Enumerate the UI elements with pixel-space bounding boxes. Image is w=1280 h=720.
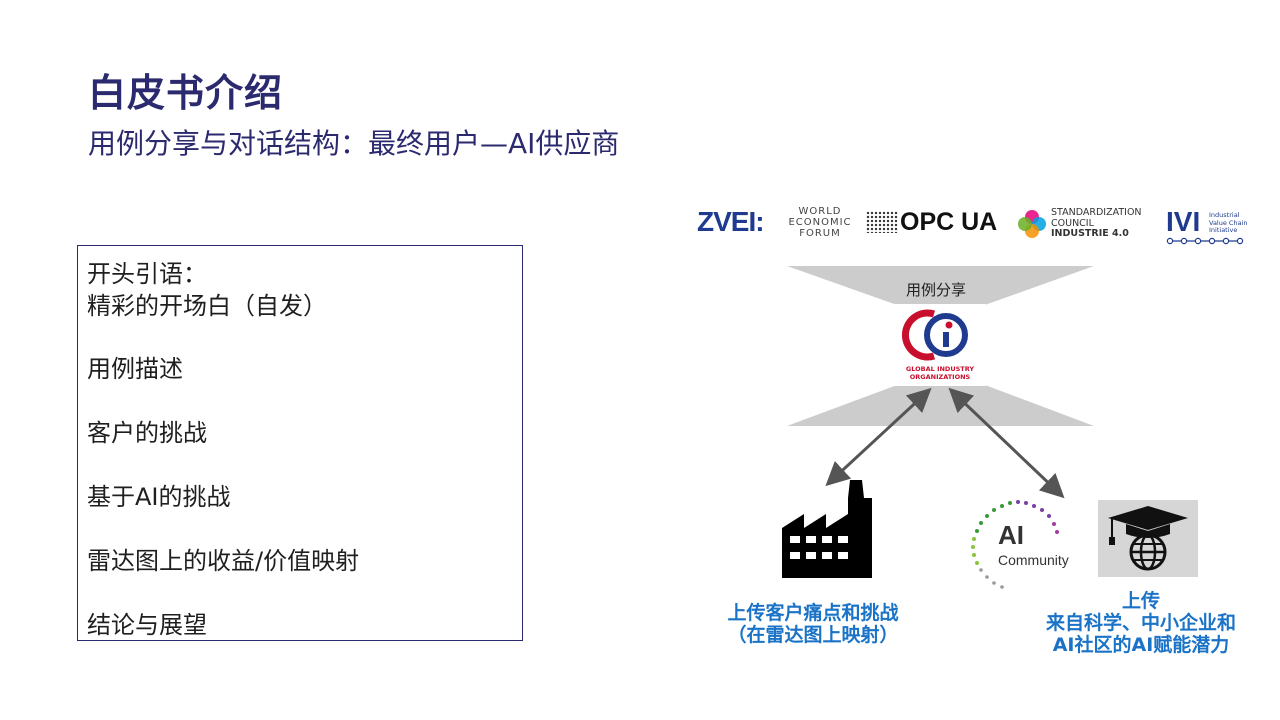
agenda-box: 开头引语： 精彩的开场白（自发） 用例描述 客户的挑战 基于AI的挑战 雷达图上… [77,245,523,641]
agenda-item-use-case: 用例描述 [87,355,183,383]
customer-upload-caption: 上传客户痛点和挑战 （在雷达图上映射） [700,602,926,646]
gio-logo: GLOBAL INDUSTRY ORGANIZATIONS [894,304,986,386]
caption-line: 上传客户痛点和挑战 [727,602,899,624]
gio-emblem-icon [901,309,968,361]
caption-line: 上传 [1121,590,1160,612]
funnel-top [787,266,1094,305]
zvei-logo: ZVEI: [697,206,765,237]
gio-logo-line: ORGANIZATIONS [909,372,971,381]
ivi-logo-line: Industrial [1209,211,1240,219]
education-globe-panel [1098,500,1198,577]
ai-community-logo: AI Community [966,498,1086,598]
ssc-flower-icon [1018,209,1046,238]
factory-icon [782,480,872,578]
wef-logo: WORLD ECONOMIC FORUM [783,206,857,239]
arrow-left [825,387,932,487]
agenda-item-opening-remarks: 精彩的开场白（自发） [87,292,327,320]
ivi-logo: IVI Industrial Value Chain Initiative [1166,206,1247,245]
ivi-logo-line: Value Chain [1209,218,1248,227]
slide-title: 白皮书介绍 [88,71,284,115]
agenda-item-customer-challenge: 客户的挑战 [87,419,207,447]
agenda-item-opening-quote: 开头引语： [87,260,207,288]
ivi-letters: IVI [1166,206,1201,237]
standardization-council-logo: STANDARDIZATION COUNCIL INDUSTRIE 4.0 [1018,207,1142,240]
opc-ua-logo: OPC UA [866,207,997,237]
slide-subtitle: 用例分享与对话结构：最终用户—AI供应商 [88,127,620,160]
ivi-logo-line: Initiative [1209,226,1238,234]
opc-ua-text: OPC UA [900,207,998,236]
gio-logo-line: GLOBAL INDUSTRY [905,365,975,373]
agenda-item-ai-challenge: 基于AI的挑战 [87,483,231,511]
funnel-bottom [787,385,1094,426]
ai-community-upload-caption: 上传 来自科学、中小企业和 AI社区的AI赋能潜力 [1030,590,1252,656]
caption-line: AI社区的AI赋能潜力 [1052,634,1230,656]
ai-dots-ring-icon [971,500,1059,589]
ai-community-text: Community [998,552,1069,568]
ai-community-ai-text: AI [998,520,1024,550]
caption-line: 来自科学、中小企业和 [1045,612,1236,634]
ssc-logo-line: INDUSTRIE 4.0 [1051,228,1129,239]
use-case-sharing-label: 用例分享 [905,281,966,299]
wef-logo-line: ECONOMIC [788,217,852,228]
wef-logo-line: WORLD [798,206,842,217]
wef-logo-line: FORUM [799,228,841,239]
graduation-cap-globe-icon [1108,506,1188,571]
ivi-chain-icon [1166,237,1244,245]
ssc-logo-line: COUNCIL [1051,217,1094,229]
arrow-right [948,387,1065,499]
ssc-logo-line: STANDARDIZATION [1051,207,1142,218]
agenda-item-conclusion: 结论与展望 [87,611,207,639]
agenda-item-radar-mapping: 雷达图上的收益/价值映射 [87,547,360,575]
opc-dots-icon [866,211,898,233]
caption-line: （在雷达图上映射） [727,624,899,646]
